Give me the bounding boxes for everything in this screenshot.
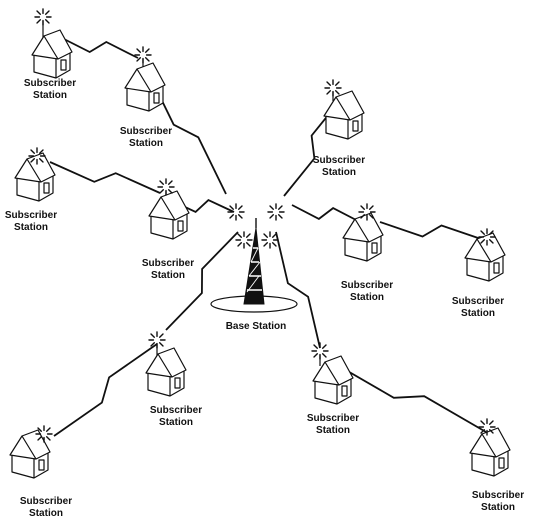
antenna-signal-icon [35, 425, 53, 443]
subscriber-label-line1: Subscriber [312, 155, 366, 166]
subscriber-label-line1: Subscriber [141, 258, 195, 269]
subscriber-label-line1: Subscriber [23, 78, 77, 89]
subscriber-label-line1: Subscriber [119, 126, 173, 137]
wireless-link [331, 361, 487, 433]
wireless-link [379, 221, 485, 241]
house-icon [342, 212, 384, 262]
subscriber-label-line1: Subscriber [149, 405, 203, 416]
wireless-links [49, 35, 487, 437]
subscriber-label-line2: Station [29, 508, 63, 519]
antenna-signal-icon [311, 342, 329, 360]
subscriber-label-line2: Station [316, 425, 350, 436]
subscriber-label-line1: Subscriber [340, 280, 394, 291]
subscriber-label-line2: Station [481, 502, 515, 513]
wireless-link [53, 343, 158, 437]
wireless-link [275, 231, 321, 349]
subscriber-label-line2: Station [129, 138, 163, 149]
wireless-link [291, 204, 361, 223]
antenna-signal-icon [148, 331, 166, 349]
antenna-signal-icon [261, 231, 279, 249]
antenna-signal-icon [267, 203, 285, 221]
antenna-signal-icon [478, 418, 496, 436]
antenna-signal-icon [134, 46, 152, 64]
subscriber-label-line1: Subscriber [306, 413, 360, 424]
base-station-tower [210, 218, 298, 313]
subscriber-label-line1: Subscriber [19, 496, 73, 507]
house-icon [148, 190, 190, 240]
subscriber-label-line2: Station [151, 270, 185, 281]
antenna-signal-icon [157, 178, 175, 196]
house-icon [124, 59, 166, 112]
subscriber-label-line2: Station [159, 417, 193, 428]
house-icon [464, 232, 506, 282]
antenna-signal-icon [235, 231, 253, 249]
house-icon [323, 90, 365, 140]
subscriber-label-line1: Subscriber [471, 490, 525, 501]
subscriber-label-line2: Station [350, 292, 384, 303]
subscriber-houses [9, 8, 511, 479]
house-icon [14, 152, 56, 202]
wireless-link [49, 161, 161, 194]
antenna-signal-icon [34, 8, 52, 26]
subscriber-label-line1: Subscriber [451, 296, 505, 307]
house-icon [312, 355, 354, 405]
antenna-signal-icon [28, 147, 46, 165]
wireless-link [57, 35, 139, 59]
antenna-signal-icon [358, 203, 376, 221]
antenna-signal-icon [227, 203, 245, 221]
wireless-link [165, 231, 239, 331]
subscriber-label-line2: Station [461, 308, 495, 319]
subscriber-label-line2: Station [33, 90, 67, 101]
antenna-signal-icon [324, 79, 342, 97]
subscriber-label-line2: Station [14, 222, 48, 233]
antenna-signal-icon [478, 228, 496, 246]
base-station-label: Base Station [225, 321, 287, 332]
subscriber-label-line2: Station [322, 167, 356, 178]
subscriber-label-line1: Subscriber [4, 210, 58, 221]
house-icon [31, 21, 73, 79]
house-icon [145, 344, 187, 397]
house-icon [469, 427, 511, 477]
